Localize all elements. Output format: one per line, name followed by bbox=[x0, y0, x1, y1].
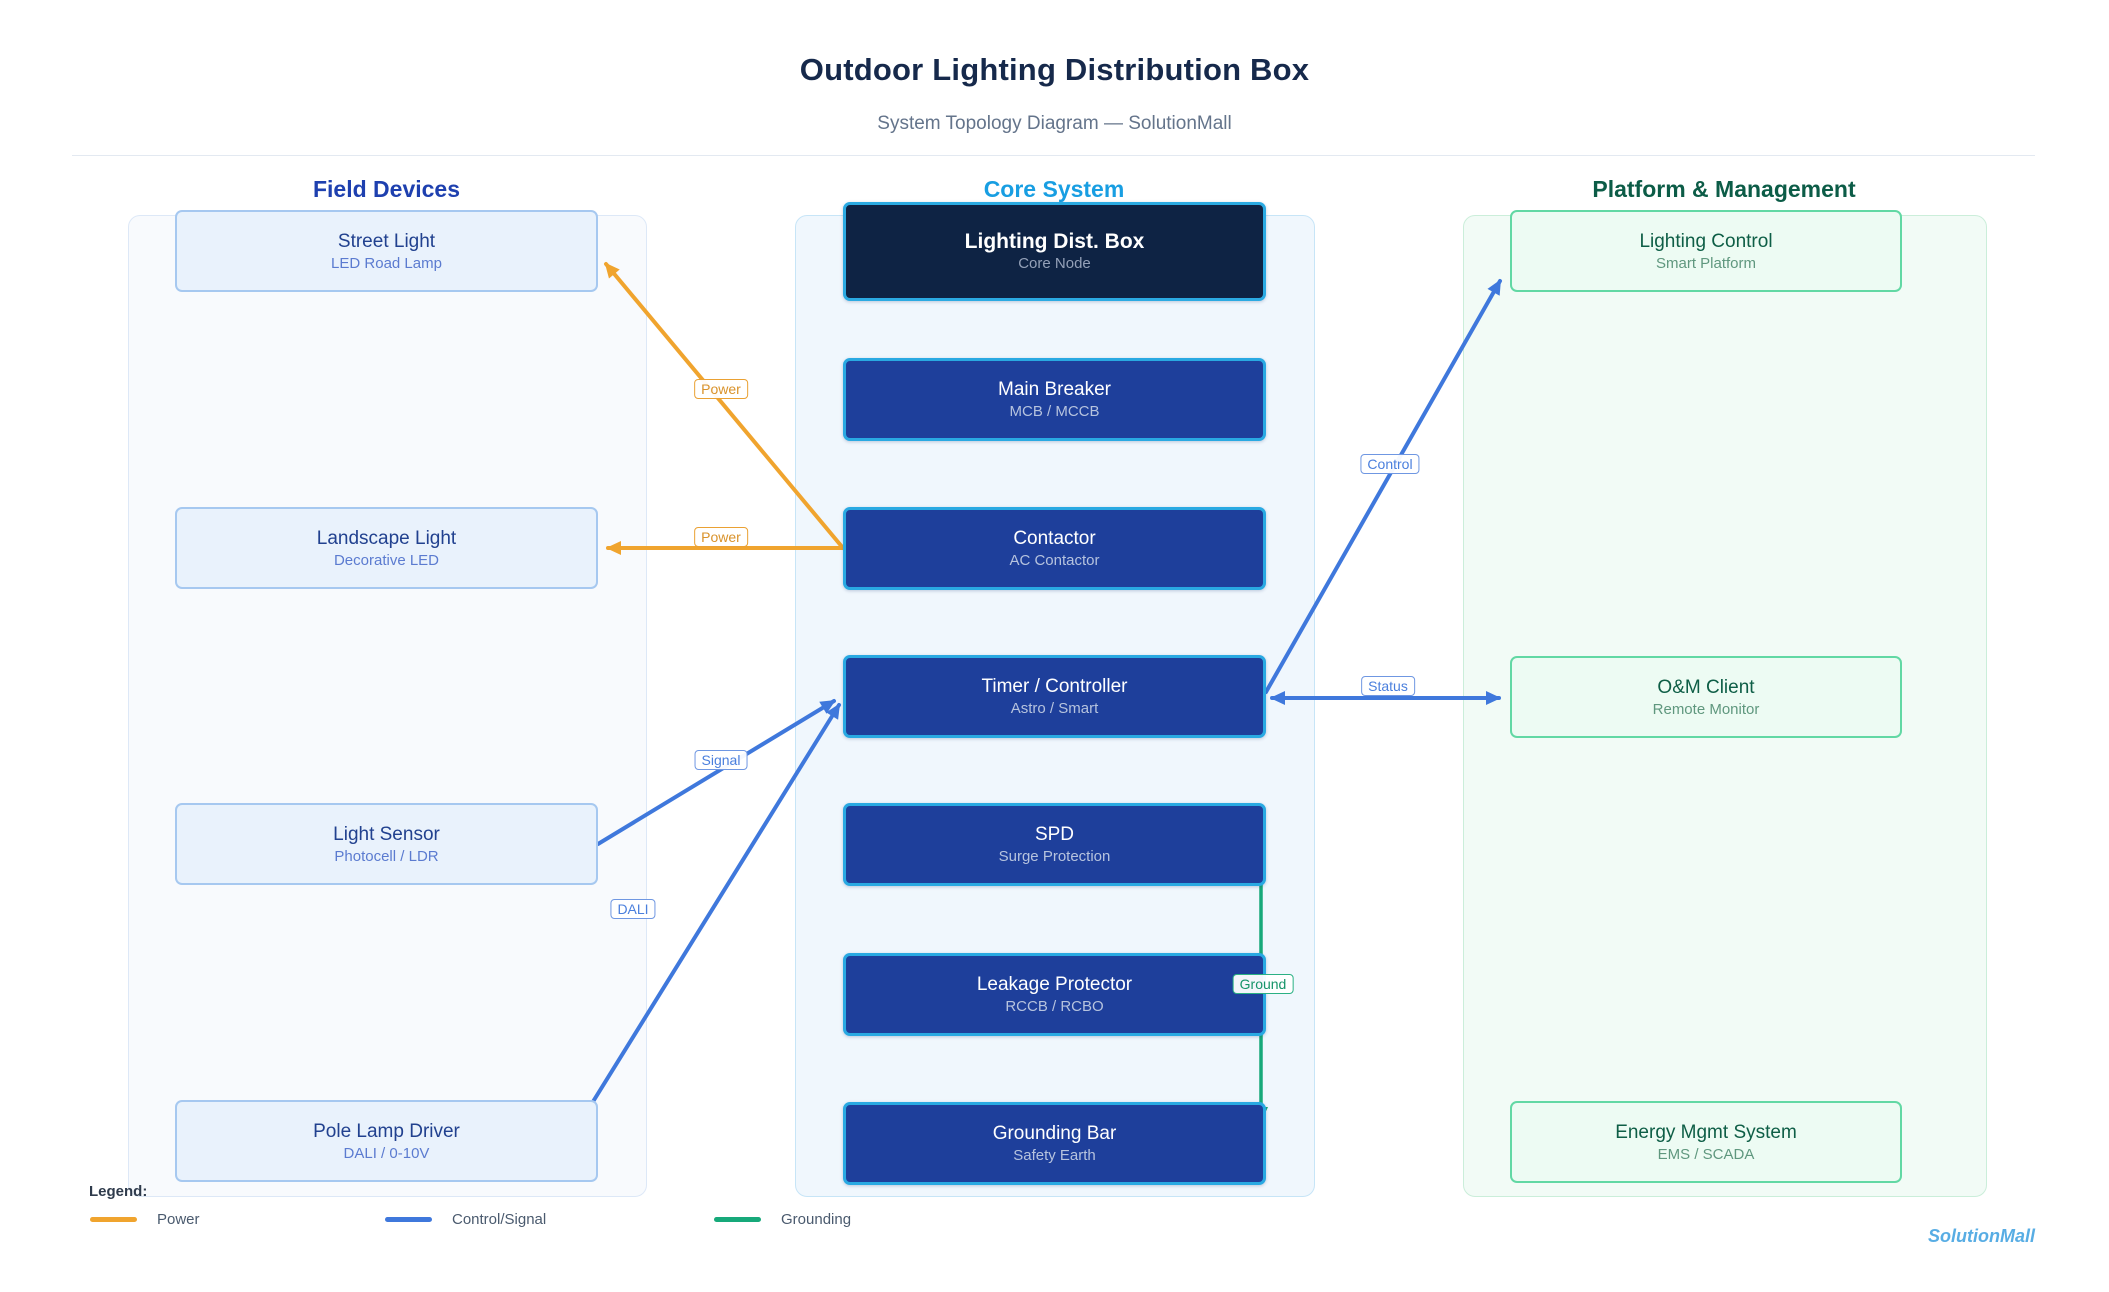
node-subtitle: Surge Protection bbox=[998, 848, 1111, 865]
node-title: Light Sensor bbox=[333, 823, 440, 845]
node-title: Lighting Dist. Box bbox=[964, 230, 1145, 253]
edge-label-status: Status bbox=[1361, 676, 1415, 696]
header-divider bbox=[72, 155, 2035, 156]
edge-label-power-street: Power bbox=[694, 379, 748, 399]
node-subtitle: AC Contactor bbox=[1009, 552, 1100, 569]
column-header-core-system: Core System bbox=[983, 176, 1125, 202]
node-street-light: Street Light LED Road Lamp bbox=[175, 210, 598, 292]
node-subtitle: EMS / SCADA bbox=[1657, 1145, 1755, 1163]
node-energy-mgmt-system: Energy Mgmt System EMS / SCADA bbox=[1510, 1101, 1902, 1183]
edge-label-signal: Signal bbox=[694, 750, 748, 770]
node-title: Lighting Control bbox=[1639, 230, 1773, 252]
column-header-field-devices: Field Devices bbox=[312, 176, 461, 202]
node-lighting-dist-box: Lighting Dist. Box Core Node bbox=[843, 202, 1266, 301]
node-subtitle: Photocell / LDR bbox=[334, 847, 439, 865]
node-title: Contactor bbox=[1013, 528, 1096, 549]
node-pole-lamp-driver: Pole Lamp Driver DALI / 0-10V bbox=[175, 1100, 598, 1182]
legend-label: Control/Signal bbox=[452, 1210, 547, 1228]
field-devices-panel bbox=[128, 215, 647, 1197]
legend-title: Legend: bbox=[89, 1183, 148, 1200]
legend-item-grounding: Grounding bbox=[714, 1209, 851, 1229]
legend-label: Grounding bbox=[781, 1210, 852, 1228]
grounding-line-swatch bbox=[714, 1216, 761, 1222]
node-title: Landscape Light bbox=[316, 527, 457, 549]
node-subtitle: Remote Monitor bbox=[1652, 700, 1760, 718]
node-timer-controller: Timer / Controller Astro / Smart bbox=[843, 655, 1266, 738]
brand-logo-text: SolutionMall bbox=[1928, 1226, 2035, 1246]
node-subtitle: Core Node bbox=[1018, 255, 1091, 272]
node-leakage-protector: Leakage Protector RCCB / RCBO bbox=[843, 953, 1266, 1036]
node-contactor: Contactor AC Contactor bbox=[843, 507, 1266, 590]
node-title: Main Breaker bbox=[998, 379, 1111, 400]
node-main-breaker: Main Breaker MCB / MCCB bbox=[843, 358, 1266, 441]
node-subtitle: MCB / MCCB bbox=[1009, 403, 1100, 420]
node-landscape-light: Landscape Light Decorative LED bbox=[175, 507, 598, 589]
page-subtitle: System Topology Diagram — SolutionMall bbox=[877, 113, 1232, 134]
node-subtitle: LED Road Lamp bbox=[331, 254, 442, 272]
legend-label: Power bbox=[157, 1210, 200, 1228]
node-spd: SPD Surge Protection bbox=[843, 803, 1266, 886]
node-subtitle: Decorative LED bbox=[333, 551, 440, 569]
node-lighting-control: Lighting Control Smart Platform bbox=[1510, 210, 1902, 292]
node-title: Energy Mgmt System bbox=[1615, 1121, 1797, 1143]
legend-item-power: Power bbox=[90, 1209, 200, 1229]
node-subtitle: Smart Platform bbox=[1655, 254, 1757, 272]
node-light-sensor: Light Sensor Photocell / LDR bbox=[175, 803, 598, 885]
control-signal-line-swatch bbox=[385, 1216, 432, 1222]
node-grounding-bar: Grounding Bar Safety Earth bbox=[843, 1102, 1266, 1185]
node-subtitle: DALI / 0-10V bbox=[343, 1144, 430, 1162]
node-subtitle: Astro / Smart bbox=[1010, 700, 1099, 717]
node-subtitle: RCCB / RCBO bbox=[1005, 998, 1104, 1015]
node-om-client: O&M Client Remote Monitor bbox=[1510, 656, 1902, 738]
edge-label-ground: Ground bbox=[1232, 974, 1294, 994]
node-title: Leakage Protector bbox=[976, 974, 1133, 995]
edge-label-control: Control bbox=[1360, 454, 1420, 474]
node-title: Street Light bbox=[337, 230, 436, 252]
node-title: O&M Client bbox=[1657, 676, 1755, 698]
node-title: Pole Lamp Driver bbox=[313, 1120, 460, 1142]
power-line-swatch bbox=[90, 1216, 137, 1222]
legend-item-control-signal: Control/Signal bbox=[385, 1209, 546, 1229]
node-title: Timer / Controller bbox=[981, 676, 1128, 697]
edge-label-power-landscape: Power bbox=[694, 527, 748, 547]
edge-label-dali: DALI bbox=[610, 899, 656, 919]
page-title: Outdoor Lighting Distribution Box bbox=[799, 52, 1310, 87]
node-title: Grounding Bar bbox=[992, 1123, 1117, 1144]
node-title: SPD bbox=[1034, 824, 1075, 845]
node-subtitle: Safety Earth bbox=[1013, 1147, 1096, 1164]
column-header-platform-management: Platform & Management bbox=[1592, 176, 1856, 202]
